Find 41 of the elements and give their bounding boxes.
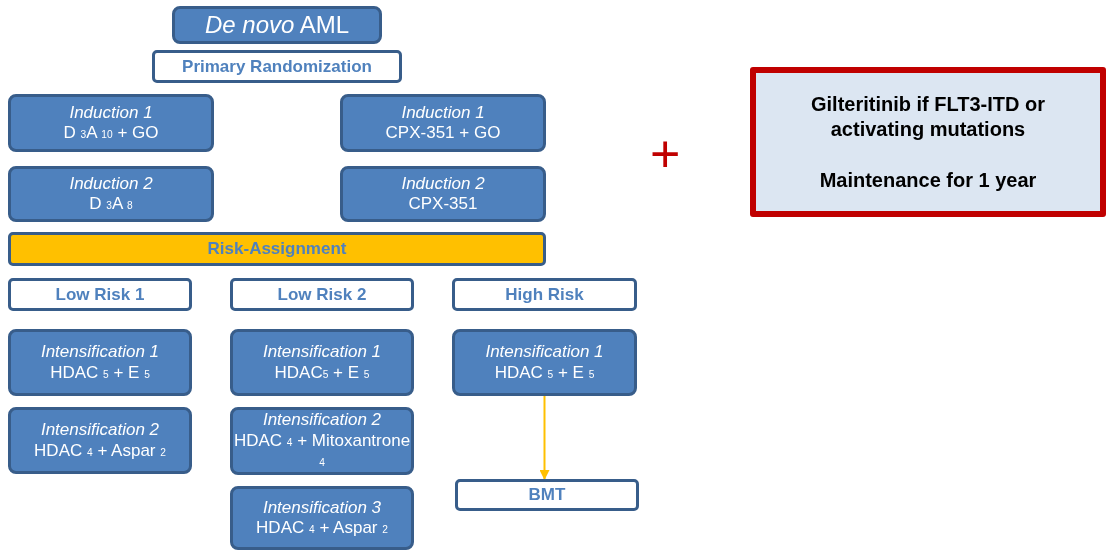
phase-heading: Induction 1: [401, 102, 485, 123]
box-label: Risk-Assignment: [207, 239, 347, 259]
box-label: High Risk: [505, 284, 584, 305]
phase-heading: Intensification 2: [40, 420, 160, 441]
box-label: Gilteritinib if FLT3-ITD or activating mutations: [809, 91, 1047, 142]
phase-heading: Induction 2: [69, 173, 153, 194]
treatment-box: [340, 94, 546, 152]
risk-assignment-bar: [8, 232, 546, 266]
treatment-box: [230, 329, 414, 396]
phase-heading: Intensification 2: [262, 410, 382, 431]
box-label: BMT: [528, 485, 566, 505]
treatment-box: [230, 486, 414, 550]
treatment-box: [8, 94, 214, 152]
treatment-box: [8, 166, 214, 222]
treatment-box: [230, 407, 414, 475]
phase-heading: Intensification 1: [262, 342, 382, 363]
stage-box: [152, 50, 402, 83]
treatment-box: [8, 407, 192, 474]
stage-box: [8, 278, 192, 311]
phase-heading: Intensification 1: [485, 342, 604, 363]
treatment-box: [340, 166, 546, 222]
treatment-box: [8, 329, 192, 396]
maintenance-box: [750, 67, 1106, 217]
regimen-text: CPX-351 + GO: [385, 123, 501, 144]
treatment-box: [452, 329, 637, 396]
box-label: Primary Randomization: [182, 56, 372, 77]
box-label: Low Risk 2: [277, 284, 367, 305]
plus-sign: +: [650, 128, 681, 180]
phase-heading: Induction 1: [69, 102, 153, 123]
arrow: [539, 395, 550, 480]
phase-heading: Intensification 3: [262, 497, 382, 518]
phase-heading: Induction 2: [401, 173, 485, 194]
regimen-text: CPX-351: [408, 194, 478, 215]
box-label: De novo AML: [204, 10, 350, 40]
phase-heading: Intensification 1: [40, 342, 160, 363]
stage-box: [455, 479, 639, 511]
stage-box: [452, 278, 637, 311]
box-label: Maintenance for 1 year: [819, 167, 1037, 193]
box-label: Low Risk 1: [55, 284, 145, 305]
stage-box: [230, 278, 414, 311]
start-box: [172, 6, 382, 44]
